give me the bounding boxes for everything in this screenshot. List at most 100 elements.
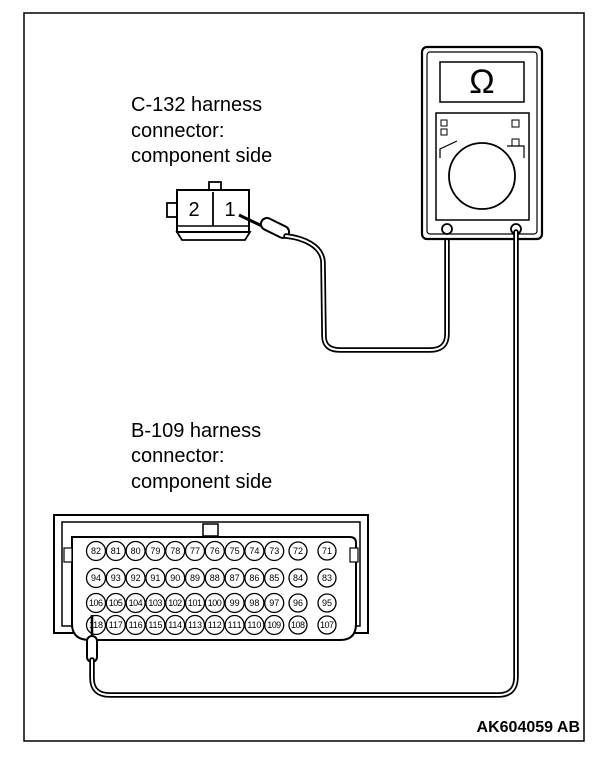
b109-pin-label-83: 83 xyxy=(322,573,332,583)
b109-pin-label-116: 116 xyxy=(129,620,143,630)
b109-pin-label-91: 91 xyxy=(150,573,160,583)
b109-pin-77 xyxy=(184,540,206,562)
b109-pin-88 xyxy=(204,567,225,589)
b109-pin-label-75: 75 xyxy=(230,546,240,556)
b109-pin-116 xyxy=(125,614,146,636)
b109-pin-117 xyxy=(105,614,126,636)
b109-pin-99 xyxy=(224,592,245,614)
b109-pin-label-105: 105 xyxy=(109,598,123,608)
b109-pin-102 xyxy=(165,592,186,614)
c132-label: C-132 harness connector: component side xyxy=(131,94,272,167)
figure-code: AK604059 AB xyxy=(477,719,580,736)
b109-pin-label-73: 73 xyxy=(269,546,279,556)
b109-pin-110 xyxy=(244,614,265,636)
b109-pin-79 xyxy=(145,540,166,562)
b109-label-line2: connector: xyxy=(131,445,224,467)
b109-pin-108 xyxy=(288,615,308,635)
b109-pin-label-101: 101 xyxy=(188,598,202,608)
b109-pin-83 xyxy=(317,568,337,588)
b109-pin-96 xyxy=(288,593,308,613)
b109-pin-92 xyxy=(125,567,146,589)
b109-pin-label-110: 110 xyxy=(247,620,261,630)
b109-pin-label-111: 111 xyxy=(228,620,242,630)
b109-pin-94 xyxy=(85,567,107,589)
c132-connector: 2 1 xyxy=(166,181,252,241)
b109-pin-76 xyxy=(204,540,225,562)
b109-pin-label-106: 106 xyxy=(89,598,103,608)
b109-pin-label-92: 92 xyxy=(131,573,141,583)
b109-pin-label-81: 81 xyxy=(111,546,121,556)
figure-border xyxy=(23,12,585,742)
b109-pin-100 xyxy=(204,592,225,614)
b109-pin-113 xyxy=(184,614,206,636)
b109-pin-105 xyxy=(105,592,126,614)
b109-pin-75 xyxy=(224,540,245,562)
b109-pin-85 xyxy=(264,567,285,589)
b109-pin-label-118: 118 xyxy=(89,620,103,630)
b109-pin-label-112: 112 xyxy=(208,620,222,630)
b109-pin-label-102: 102 xyxy=(168,598,182,608)
b109-pin-label-90: 90 xyxy=(170,573,180,583)
meter-display xyxy=(439,61,525,103)
b109-pin-74 xyxy=(244,540,265,562)
b109-pin-label-86: 86 xyxy=(249,573,259,583)
b109-pin-label-98: 98 xyxy=(249,598,259,608)
b109-pin-78 xyxy=(165,540,186,562)
b109-pin-label-107: 107 xyxy=(320,620,334,630)
b109-pin-82 xyxy=(85,540,107,562)
b109-pin-label-85: 85 xyxy=(269,573,279,583)
b109-pin-label-115: 115 xyxy=(148,620,162,630)
b109-pin-93 xyxy=(105,567,126,589)
b109-pin-98 xyxy=(244,592,265,614)
ohmmeter: Ω xyxy=(420,45,544,241)
b109-pin-101 xyxy=(184,592,206,614)
b109-pin-label-96: 96 xyxy=(293,598,303,608)
b109-pin-84 xyxy=(288,568,308,588)
b109-pin-81 xyxy=(105,540,126,562)
b109-pin-109 xyxy=(264,614,285,636)
b109-pin-label-113: 113 xyxy=(188,620,202,630)
b109-pin-label-104: 104 xyxy=(129,598,143,608)
b109-pin-103 xyxy=(145,592,166,614)
b109-pin-label-77: 77 xyxy=(190,546,200,556)
b109-pin-label-117: 117 xyxy=(109,620,123,630)
b109-label: B-109 harness connector: component side xyxy=(131,420,272,493)
b109-pin-114 xyxy=(165,614,186,636)
meter-dial xyxy=(448,142,516,210)
b109-pin-label-97: 97 xyxy=(269,598,279,608)
b109-pin-91 xyxy=(145,567,166,589)
ohm-symbol-icon: Ω xyxy=(469,63,494,101)
b109-pin-label-88: 88 xyxy=(210,573,220,583)
b109-pin-label-71: 71 xyxy=(322,546,332,556)
b109-pin-label-109: 109 xyxy=(267,620,281,630)
b109-pin-label-74: 74 xyxy=(249,546,259,556)
b109-pin-label-87: 87 xyxy=(230,573,240,583)
b109-pin-115 xyxy=(145,614,166,636)
b109-pin-label-76: 76 xyxy=(210,546,220,556)
c132-pin-1: 1 xyxy=(224,199,235,221)
b109-pin-73 xyxy=(264,540,285,562)
b109-pin-104 xyxy=(125,592,146,614)
b109-pin-label-93: 93 xyxy=(111,573,121,583)
b109-pin-label-114: 114 xyxy=(168,620,182,630)
b109-pin-89 xyxy=(184,567,206,589)
b109-pin-71 xyxy=(317,541,337,561)
b109-pin-106 xyxy=(85,592,107,614)
b109-pin-label-103: 103 xyxy=(148,598,162,608)
c132-label-line1: C-132 harness xyxy=(131,94,262,116)
b109-pin-72 xyxy=(288,541,308,561)
test-lead-c132 xyxy=(283,229,450,353)
b109-pin-label-108: 108 xyxy=(291,620,305,630)
b109-pin-86 xyxy=(244,567,265,589)
b109-pin-label-99: 99 xyxy=(230,598,240,608)
b109-pin-111 xyxy=(224,614,245,636)
c132-label-line3: component side xyxy=(131,145,272,167)
meter-terminal-left xyxy=(441,223,453,235)
b109-pin-label-72: 72 xyxy=(293,546,303,556)
b109-pin-87 xyxy=(224,567,245,589)
c132-pin-2: 2 xyxy=(188,199,199,221)
c132-label-line2: connector: xyxy=(131,120,224,142)
